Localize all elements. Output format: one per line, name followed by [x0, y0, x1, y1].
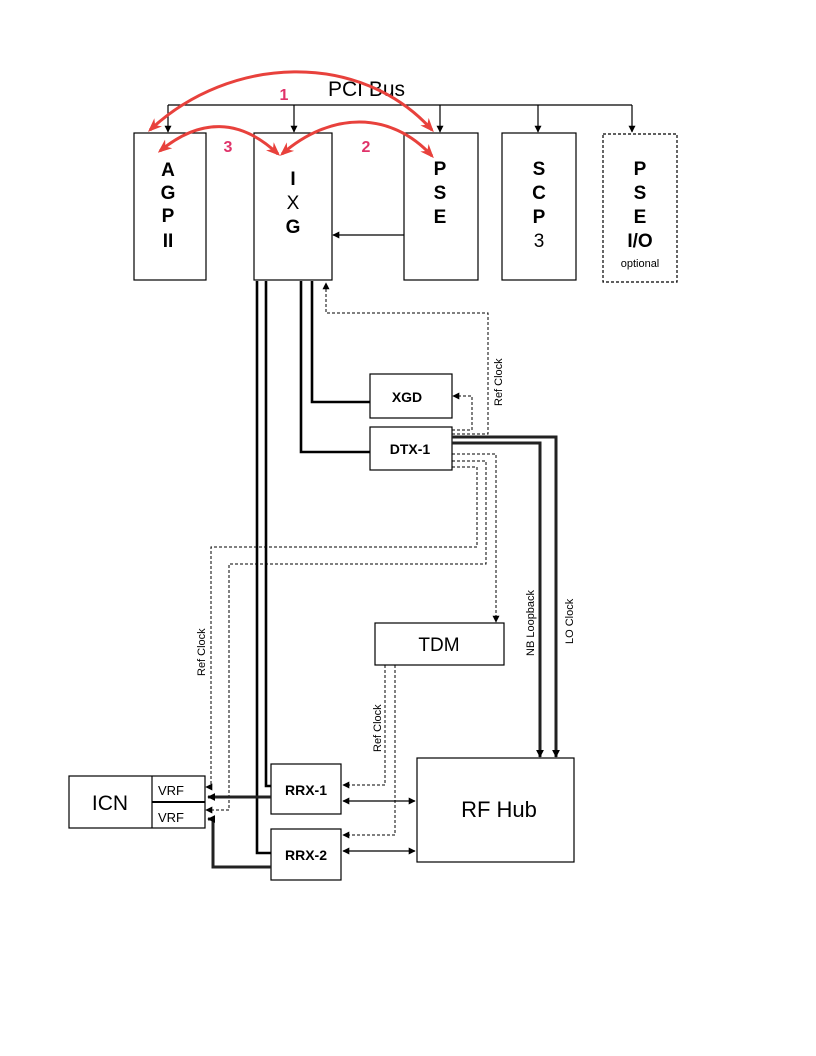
- module-xgd: XGD: [369, 373, 453, 419]
- pse-io-optional-note: optional: [621, 258, 660, 270]
- ixg-to-dtx1-line: [299, 281, 370, 454]
- vrf-bottom-label: VRF: [158, 810, 184, 825]
- pse-io-label-1: S: [634, 183, 647, 204]
- tdm-to-rrx2-ref-clock: [342, 665, 396, 839]
- nb-loopback-label: NB Loopback: [525, 589, 537, 656]
- transfer-number-2: 2: [362, 139, 371, 156]
- nb-loopback-line: [452, 441, 544, 758]
- tdm-to-rrx1-ref-clock: [342, 665, 386, 789]
- dtx1-to-vrf-top-ref-clock: [205, 466, 478, 791]
- transfer-number-1: 1: [280, 87, 289, 104]
- pse-label-2: E: [434, 207, 447, 228]
- rf-hub-label: RF Hub: [461, 797, 537, 822]
- pse-io-label-2: E: [634, 207, 647, 228]
- card-pse: P S E: [403, 132, 479, 281]
- pci-bus: PCI Bus: [164, 78, 636, 133]
- tdm-label: TDM: [418, 635, 459, 656]
- ref-clock-to-ixg-line: [322, 282, 489, 435]
- transfer-arrow-3: [157, 125, 281, 156]
- ixg-to-xgd-line: [310, 281, 370, 404]
- card-pse-io: P S E I/O optional: [602, 133, 678, 283]
- icn-label: ICN: [92, 792, 128, 815]
- module-icn: ICN VRF VRF: [68, 775, 206, 829]
- ixg-to-rrx2-line: [255, 281, 271, 855]
- transfer-arrow-1: [147, 70, 434, 133]
- lo-clock-label: LO Clock: [564, 598, 576, 644]
- ref-clock-icn-label: Ref Clock: [196, 628, 208, 676]
- pse-label-1: S: [434, 183, 447, 204]
- scp-label-0: S: [533, 159, 546, 180]
- ref-clock-rrx-label: Ref Clock: [372, 704, 384, 752]
- pse-io-label-3: I/O: [627, 231, 652, 252]
- module-rrx1: RRX-1: [270, 763, 342, 815]
- scp-label-2: P: [533, 207, 546, 228]
- ixg-links: [255, 281, 370, 855]
- card-agp: A G P II: [133, 132, 207, 281]
- dtx1-to-tdm-line: [452, 453, 500, 623]
- rrx2-label: RRX-2: [285, 847, 327, 863]
- ixg-to-rrx1-line: [264, 281, 271, 788]
- vrf-top-label: VRF: [158, 783, 184, 798]
- card-ixg: I X G: [253, 132, 333, 281]
- agp-label-3: II: [163, 231, 174, 252]
- rrx2-to-vrf-line: [207, 815, 271, 869]
- ixg-label-1: X: [287, 193, 300, 214]
- module-tdm: TDM: [374, 622, 505, 666]
- module-rf-hub: RF Hub: [416, 757, 575, 863]
- agp-label-2: P: [162, 206, 175, 227]
- transfer-arrow-2: [279, 120, 434, 159]
- ixg-label-2: G: [286, 217, 301, 238]
- card-scp: S C P 3: [501, 132, 577, 281]
- transfer-number-3: 3: [224, 139, 233, 156]
- module-dtx1: DTX-1: [369, 426, 453, 471]
- lo-clock-line: [452, 435, 560, 758]
- dtx1-to-vrf-bottom-ref-clock: [205, 460, 487, 814]
- agp-label-1: G: [161, 183, 176, 204]
- scp-label-1: C: [532, 183, 546, 204]
- ref-clock-ixg-label: Ref Clock: [493, 358, 505, 406]
- scp-label-3: 3: [534, 231, 545, 252]
- pse-io-label-0: P: [634, 159, 647, 180]
- rrx1-label: RRX-1: [285, 782, 327, 798]
- module-rrx2: RRX-2: [270, 828, 342, 881]
- agp-label-0: A: [161, 160, 175, 181]
- pse-label-0: P: [434, 159, 447, 180]
- dtx1-to-xgd-line: [452, 392, 473, 431]
- dtx1-label: DTX-1: [390, 441, 431, 457]
- xgd-label: XGD: [392, 389, 422, 405]
- transfer-arrows: 1 2 3: [147, 70, 434, 159]
- ixg-label-0: I: [290, 169, 295, 190]
